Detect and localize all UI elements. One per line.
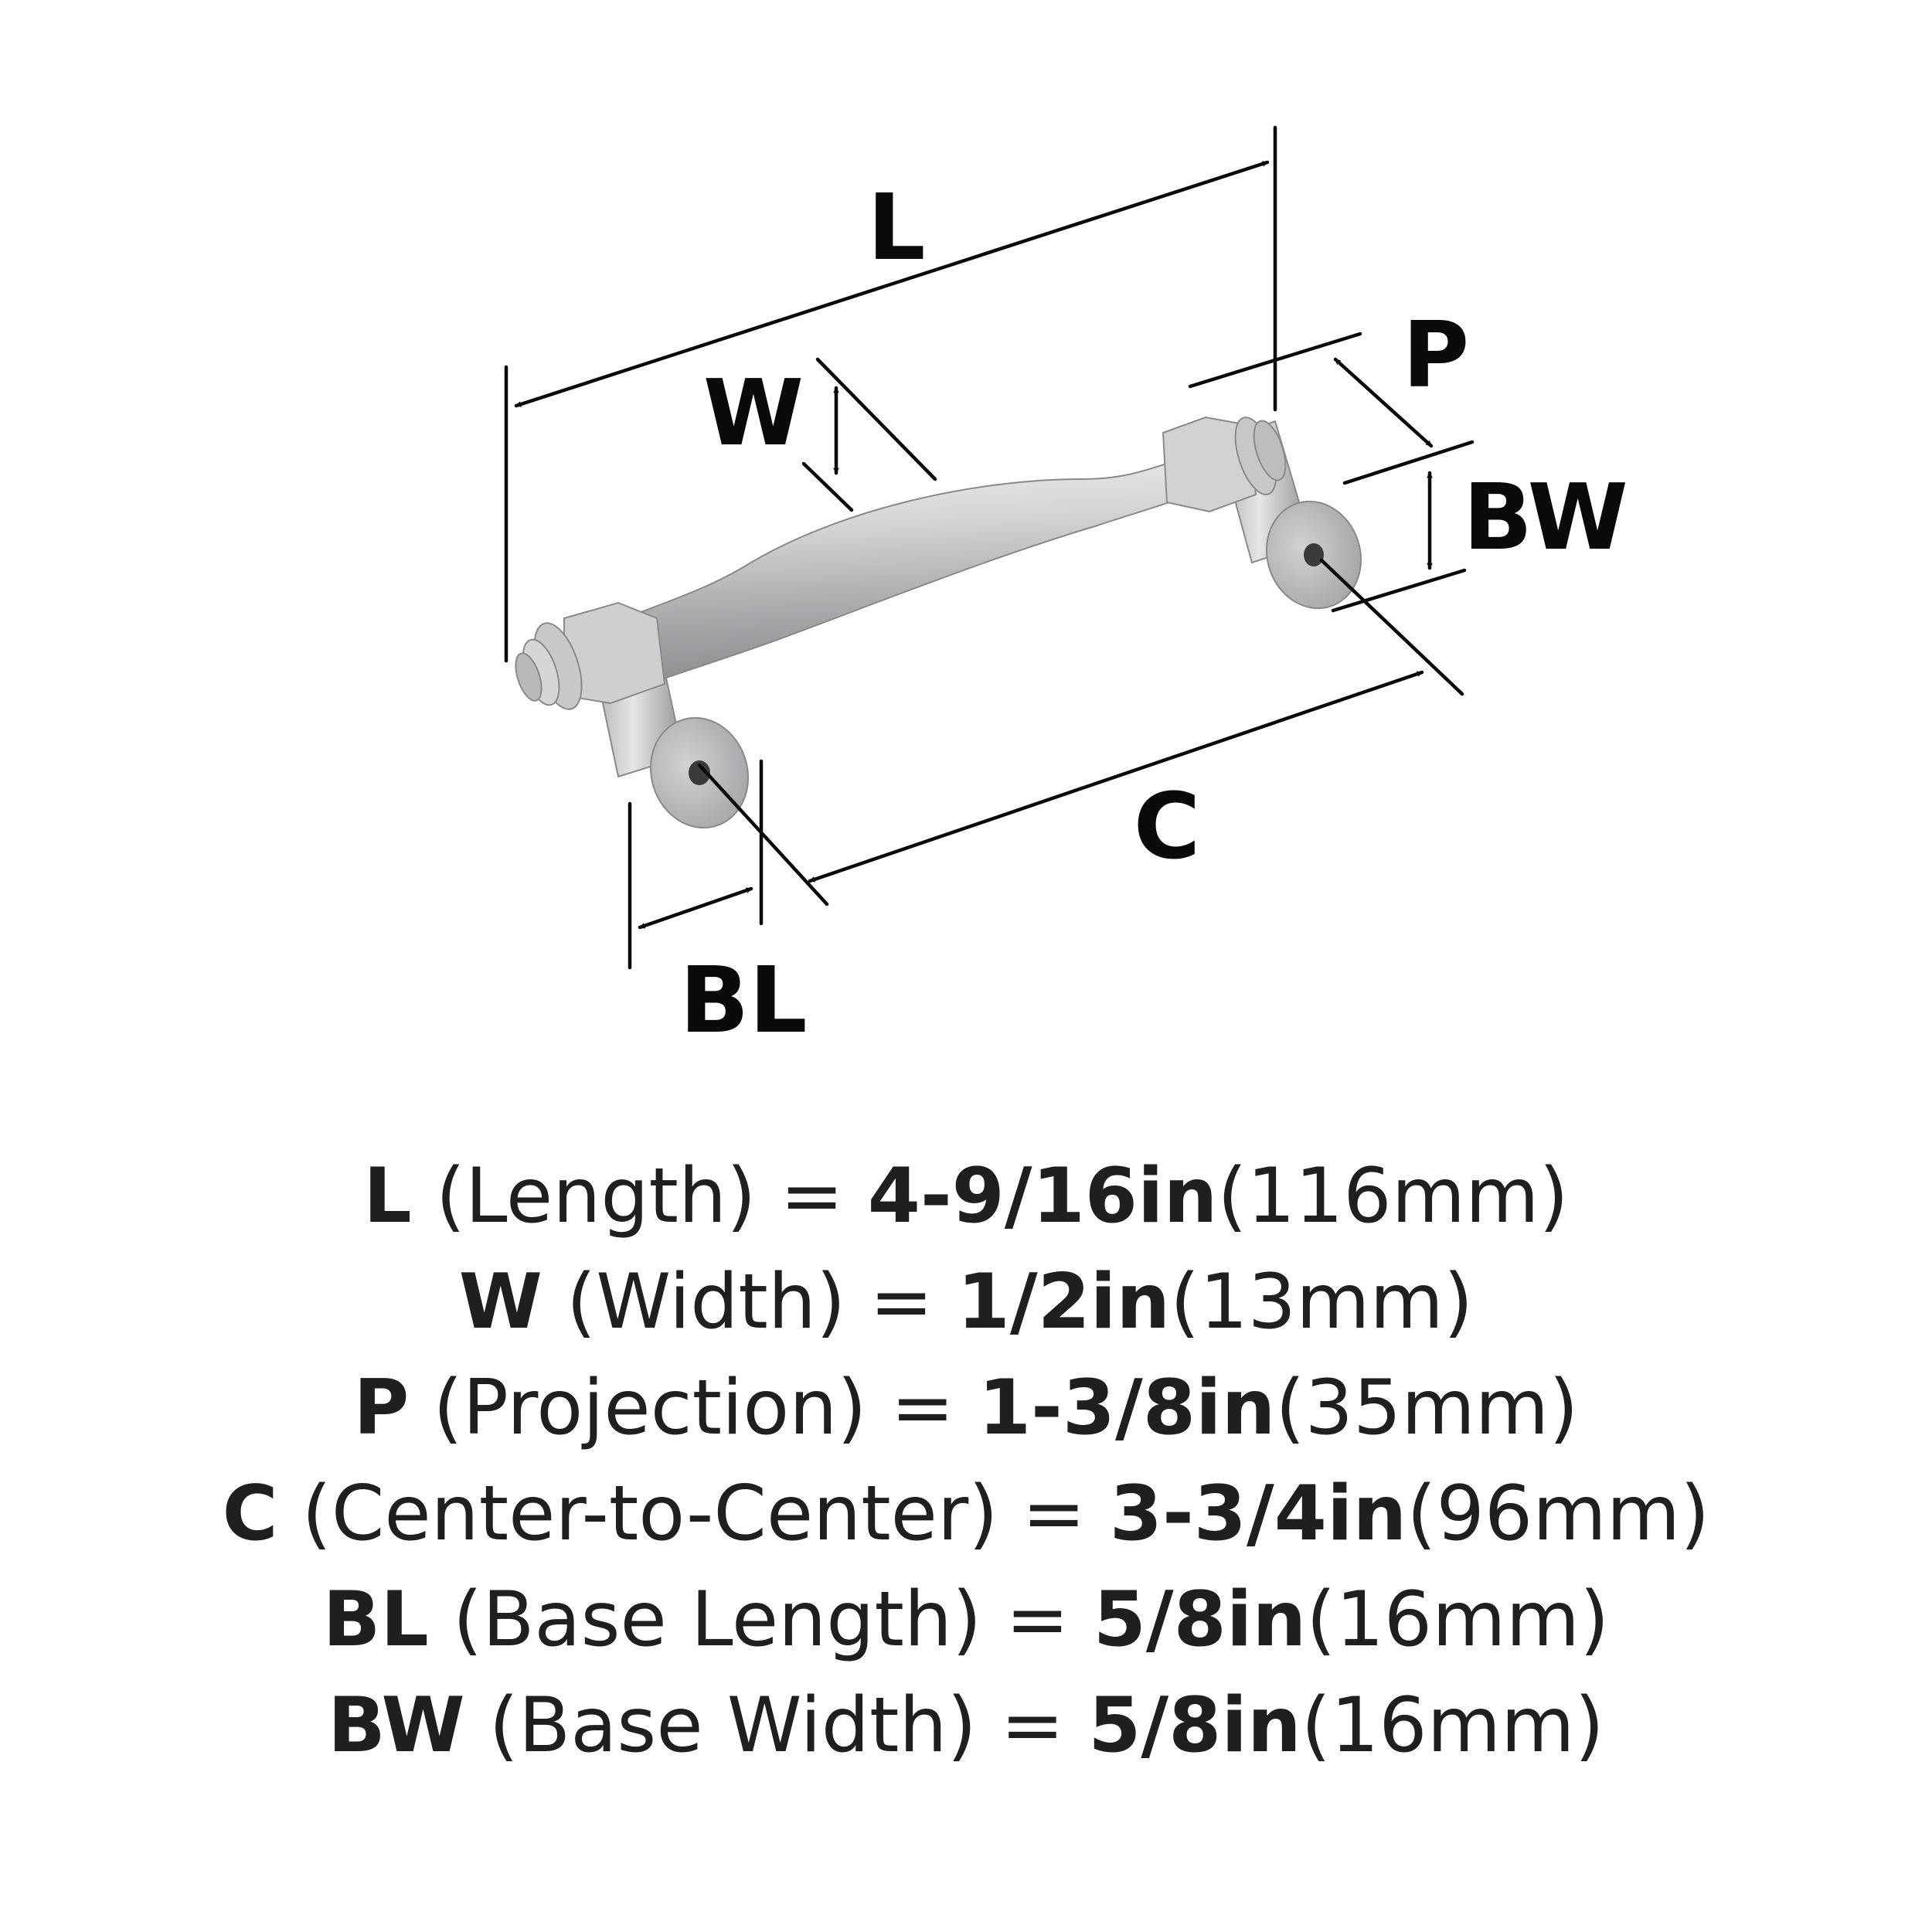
spec-row-center-to-center: C (Center-to-Center) = 3-3/4in(96mm) [0,1461,1932,1567]
spec-inch-value: 5/8in [1093,1576,1307,1664]
spec-mm-value: (16mm) [1306,1576,1610,1664]
center-arrow [808,670,1424,883]
specifications-list: L (Length) = 4-9/16in(116mm) W (Width) =… [0,1144,1932,1779]
center-label: C [1134,773,1201,879]
spec-equals: = [890,1364,954,1452]
base-length-label: BL [679,947,807,1053]
spec-row-width: W (Width) = 1/2in(13mm) [0,1250,1932,1355]
width-extension-bottom [801,461,854,512]
dimension-base-width: BW [1331,464,1628,613]
spec-equals: = [869,1258,934,1346]
spec-code: P [353,1364,410,1452]
spec-row-base-length: BL (Base Length) = 5/8in(16mm) [0,1567,1932,1673]
center-extension-right [1319,558,1464,696]
spec-inch-value: 1/2in [957,1258,1171,1346]
spec-code: BW [328,1682,465,1770]
dimension-width: W [703,357,937,512]
center-extension-left [697,763,829,906]
spec-row-projection: P (Projection) = 1-3/8in(35mm) [0,1355,1932,1461]
length-label: L [867,174,925,281]
spec-mm-value: (13mm) [1170,1258,1474,1346]
handle-bar [586,451,1223,693]
spec-equals: = [1022,1470,1086,1558]
spec-row-base-width: BW (Base Width) = 5/8in(16mm) [0,1673,1932,1779]
base-length-arrow [638,886,753,930]
spec-name: (Width) [566,1258,846,1346]
spec-name: (Length) [435,1152,757,1240]
spec-code: BL [322,1576,429,1664]
dimension-projection: P [1188,301,1475,485]
spec-mm-value: (16mm) [1301,1682,1604,1770]
spec-code: C [222,1470,278,1558]
spec-mm-value: (116mm) [1217,1152,1569,1240]
spec-equals: = [1005,1576,1070,1664]
width-label: W [703,359,804,466]
dimension-length: L [504,125,1277,663]
cabinet-pull-illustration [515,416,1362,829]
spec-mm-value: (96mm) [1406,1470,1710,1558]
spec-inch-value: 4-9/16in [867,1152,1218,1240]
spec-code: W [458,1258,543,1346]
spec-inch-value: 5/8in [1088,1682,1301,1770]
dimension-center-to-center: C [697,558,1464,906]
spec-inch-value: 3-3/4in [1109,1470,1407,1558]
spec-code: L [363,1152,412,1240]
spec-equals: = [780,1152,844,1240]
right-end-cap [1162,416,1287,513]
projection-extension-bottom [1342,440,1475,485]
spec-name: (Projection) [433,1364,867,1452]
base-width-extension-bottom [1331,568,1467,613]
width-extension-top [815,357,937,481]
spec-mm-value: (35mm) [1275,1364,1579,1452]
spec-name: (Base Width) [488,1682,977,1770]
projection-arrow [1333,357,1434,448]
spec-name: (Center-to-Center) [301,1470,998,1558]
projection-label: P [1403,301,1469,408]
spec-equals: = [1000,1682,1065,1770]
base-width-label: BW [1463,464,1628,570]
length-arrow [514,160,1270,408]
spec-name: (Base Length) [452,1576,982,1664]
spec-inch-value: 1-3/8in [978,1364,1276,1452]
dimension-diagram: L W P BW C BL [504,125,1628,1053]
projection-extension-top [1188,332,1362,389]
left-end-cap [515,601,666,710]
spec-row-length: L (Length) = 4-9/16in(116mm) [0,1144,1932,1250]
dimension-base-length: BL [628,759,808,1053]
